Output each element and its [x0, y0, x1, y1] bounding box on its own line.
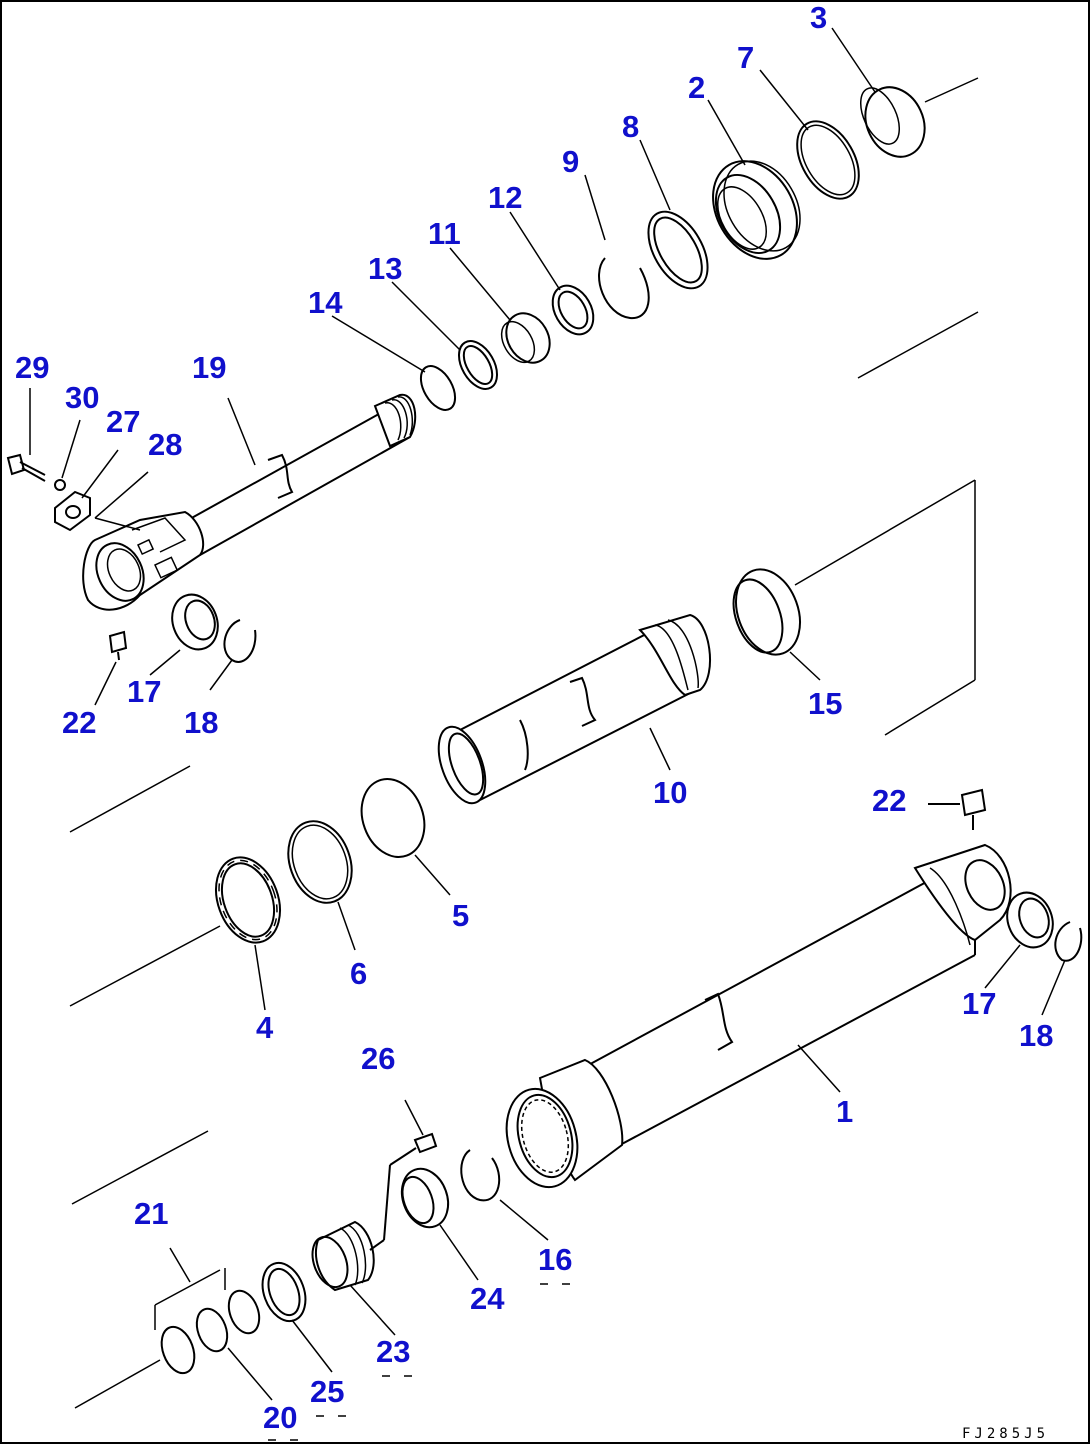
part-8-packing: [647, 210, 709, 290]
part-1-cylinder-tube: [505, 843, 1012, 1189]
callout-3: 3: [810, 0, 827, 35]
part-13-buffer-ring: [458, 340, 498, 390]
part-19-piston-rod: [82, 393, 417, 611]
callout-16: 16: [538, 1242, 572, 1277]
callout-28: 28: [148, 427, 182, 462]
part-6-o-ring: [287, 820, 353, 904]
part-4-piston-ring: [215, 856, 281, 944]
part-22-grease-nipple: [108, 630, 128, 661]
part-12-backup-ring: [551, 284, 595, 336]
part-17-bushing: [171, 593, 219, 651]
callout-25: 25: [310, 1374, 344, 1409]
callout-15: 15: [808, 686, 842, 721]
part-9-snap-ring: [598, 257, 650, 320]
callout-19: 19: [192, 350, 226, 385]
callout-12: 12: [488, 180, 522, 215]
callout-23: 23: [376, 1334, 410, 1369]
part-24-ring: [400, 1167, 450, 1229]
callout-24: 24: [470, 1281, 505, 1316]
part-26-set-screw: [383, 1132, 438, 1241]
part-21-seal-kit: [154, 1268, 261, 1375]
part-25-ring: [261, 1261, 307, 1323]
part-10-cylinder-tube-inner: [437, 613, 712, 805]
callout-10: 10: [653, 775, 687, 810]
part-15-wear-ring: [732, 568, 801, 656]
callout-13: 13: [368, 251, 402, 286]
part-22-grease-nipple-base: [928, 788, 987, 830]
callout-18-rod: 18: [184, 705, 218, 740]
part-14-snap-ring: [419, 365, 457, 411]
part-18-snap-ring: [223, 619, 257, 663]
callout-6: 6: [350, 956, 367, 991]
callout-20: 20: [263, 1400, 297, 1435]
center-lines: [69, 77, 979, 1409]
part-27-plate: [54, 490, 91, 532]
part-2-cylinder-head: [712, 160, 801, 260]
part-11-bushing: [500, 312, 551, 364]
callout-29: 29: [15, 350, 49, 385]
part-23-piston: [311, 1220, 385, 1292]
part-16-snap-ring: [460, 1149, 501, 1202]
callout-27: 27: [106, 404, 140, 439]
callout-4: 4: [256, 1010, 274, 1045]
part-5-o-ring: [360, 778, 426, 858]
callout-14: 14: [308, 285, 343, 320]
callout-30: 30: [65, 380, 99, 415]
callout-22-rod: 22: [62, 705, 96, 740]
callouts: 3 7 2 8 9 12 11 13 14 19 29 30 27 28 17 …: [15, 0, 1053, 1435]
callout-18-base: 18: [1019, 1018, 1053, 1053]
part-30-washer: [54, 479, 66, 491]
callout-8: 8: [622, 109, 639, 144]
callout-1: 1: [836, 1094, 853, 1129]
callout-7: 7: [737, 40, 754, 75]
part-7-o-ring: [796, 120, 860, 200]
callout-21: 21: [134, 1196, 168, 1231]
callout-17-base: 17: [962, 986, 996, 1021]
callout-26: 26: [361, 1041, 395, 1076]
part-17-bushing-base: [1006, 891, 1054, 949]
part-18-snap-ring-base: [1054, 921, 1083, 962]
underline-marks: [268, 1283, 570, 1441]
drawing-code: FJ285J5: [962, 1426, 1049, 1442]
leader-lines: [29, 27, 1066, 1401]
callout-2: 2: [688, 70, 705, 105]
part-29-grease-fitting: [6, 453, 46, 482]
callout-5: 5: [452, 898, 469, 933]
callout-22-base: 22: [872, 783, 906, 818]
callout-11: 11: [428, 216, 461, 251]
part-3-wiper-ring: [859, 86, 926, 158]
callout-9: 9: [562, 144, 579, 179]
callout-17-rod: 17: [127, 674, 161, 709]
